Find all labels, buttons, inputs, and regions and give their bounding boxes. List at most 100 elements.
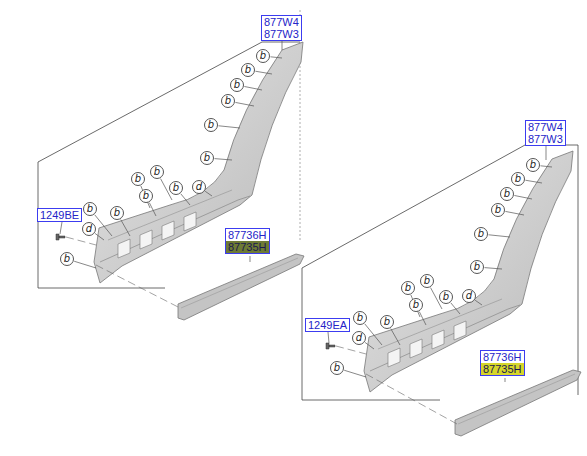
leader-line (270, 57, 282, 58)
callout-circle: b (420, 274, 434, 288)
leader-line (181, 194, 190, 205)
leader-line (218, 126, 240, 128)
callout-letter: b (474, 261, 480, 272)
callout-circle: b (500, 187, 514, 201)
leader-line (282, 40, 283, 50)
callout-circle: b (439, 290, 453, 304)
callout-circle: b (474, 227, 488, 241)
part-number: 877W3 (526, 133, 565, 145)
leader-line (546, 144, 547, 160)
part-number: 87735H (481, 363, 524, 375)
sill-trim (455, 370, 581, 436)
part-number: 87736H (481, 351, 524, 363)
callout-letter: b (443, 291, 449, 302)
callout-circle: b (83, 202, 97, 216)
callout-letter: b (173, 182, 179, 193)
callout-circle: b (353, 311, 367, 325)
assembly-line (336, 346, 457, 424)
callout-circle: d (82, 222, 96, 236)
callout-letter: b (135, 173, 141, 184)
callout-letter: b (208, 119, 214, 130)
callout-letter: b (405, 282, 411, 293)
callout-letter: b (504, 188, 510, 199)
callout-circle: b (409, 298, 423, 312)
callout-letter: b (424, 275, 430, 286)
callout-circle: b (380, 315, 394, 329)
part-number: 1249EA (306, 319, 349, 331)
leader-line (451, 303, 460, 314)
callout-letter: b (234, 79, 240, 90)
callout-circle: b (230, 78, 244, 92)
callout-circle: b (470, 260, 484, 274)
part-number: 877W4 (526, 121, 565, 133)
callout-letter: b (515, 173, 521, 184)
leader-line (95, 215, 112, 236)
callout-circle: b (526, 158, 540, 172)
callout-circle: b (131, 172, 145, 186)
callout-letter: b (413, 299, 419, 310)
callout-circle: b (200, 151, 214, 165)
part-number-box: 1249EA (305, 318, 350, 332)
callout-letter: d (466, 290, 472, 301)
callout-circle: b (169, 181, 183, 195)
part-number: 1249BE (38, 209, 81, 221)
part-number: 87735H (226, 241, 269, 253)
leader-line (514, 195, 532, 199)
leader-line (344, 370, 366, 377)
callout-letter: b (495, 204, 501, 215)
callout-circle: b (241, 63, 255, 77)
callout-letter: b (260, 50, 266, 61)
leader-line (95, 233, 104, 240)
leader-line (540, 166, 552, 167)
screw (56, 234, 65, 240)
callout-circle: b (139, 189, 153, 203)
leader-line (60, 222, 62, 234)
part-number: 87736H (226, 229, 269, 241)
callout-circle: d (352, 331, 366, 345)
leader-line (391, 329, 400, 345)
callout-letter: b (64, 253, 70, 264)
leader-line (250, 256, 251, 262)
side-sill-panel (364, 151, 573, 392)
callout-letter: b (384, 316, 390, 327)
callout-letter: d (196, 181, 202, 192)
leader-line (235, 102, 254, 106)
leader-line (505, 211, 524, 215)
callout-letter: b (357, 312, 363, 323)
callout-circle: b (110, 206, 124, 220)
leader-line (214, 159, 232, 160)
part-number-box: 87736H87735H (480, 350, 525, 376)
callout-circle: d (462, 289, 476, 303)
leader-line (328, 332, 329, 343)
callout-circle: b (221, 94, 235, 108)
leader-line (244, 86, 262, 90)
leader-line (149, 203, 156, 216)
callout-letter: b (530, 159, 536, 170)
leader-line (74, 261, 96, 268)
callout-circle: b (511, 172, 525, 186)
callout-letter: b (114, 207, 120, 218)
callout-circle: d (192, 180, 206, 194)
callout-circle: b (401, 281, 415, 295)
screw (326, 343, 335, 349)
callout-letter: b (154, 166, 160, 177)
callout-letter: b (143, 190, 149, 201)
leader-line (121, 220, 130, 236)
part-number-box: 877W4877W3 (261, 15, 302, 41)
part-number-box: 1249BE (37, 208, 82, 222)
leader-line (205, 191, 212, 196)
leader-line (365, 324, 382, 345)
leader-line (475, 300, 482, 305)
callout-circle: b (330, 361, 344, 375)
callout-circle: b (150, 165, 164, 179)
assembly-line (66, 237, 180, 308)
callout-letter: b (478, 228, 484, 239)
leader-line (505, 378, 506, 382)
leader-line (419, 312, 426, 325)
callout-letter: b (334, 362, 340, 373)
callout-circle: b (60, 252, 74, 266)
leader-line (484, 268, 502, 269)
part-number: 877W4 (262, 16, 301, 28)
callout-letter: b (245, 64, 251, 75)
callout-circle: b (491, 203, 505, 217)
